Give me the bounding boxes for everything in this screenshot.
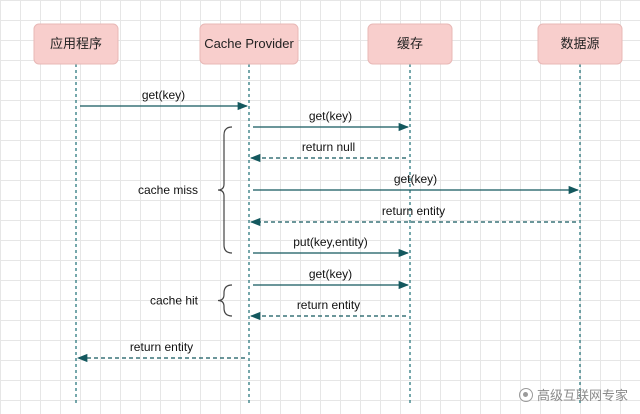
message-label: get(key) [394, 172, 437, 186]
message-1: get(key) [80, 88, 249, 111]
message-label: return entity [382, 204, 445, 218]
participant-label: Cache Provider [204, 36, 294, 51]
participant-cache: 缓存 [367, 23, 453, 65]
message-label: get(key) [309, 267, 352, 281]
message-5: return entity [249, 204, 576, 227]
message-3: return null [249, 140, 406, 163]
message-4: get(key) [253, 172, 580, 195]
participant-box [199, 23, 299, 65]
message-label: return entity [297, 298, 360, 312]
participant-box [367, 23, 453, 65]
message-7: get(key) [253, 267, 410, 290]
group-2: cache hit [150, 284, 233, 317]
watermark: 高级互联网专家 [518, 385, 628, 404]
message-label: get(key) [309, 109, 352, 123]
message-label: put(key,entity) [293, 235, 367, 249]
message-9: return entity [76, 340, 245, 363]
participant-datasource: 数据源 [537, 23, 623, 65]
participant-label: 应用程序 [50, 36, 102, 51]
message-label: get(key) [142, 88, 185, 102]
watermark-text: 高级互联网专家 [536, 389, 628, 404]
messages: get(key) get(key) return null get(key) retur… [76, 88, 580, 363]
participants: 应用程序 Cache Provider 缓存 数据源 [33, 23, 623, 65]
message-6: put(key,entity) [253, 235, 410, 258]
participant-box [33, 23, 119, 65]
lifelines [75, 64, 581, 404]
groups: cache miss cache hit [138, 126, 233, 317]
message-label: return null [302, 140, 355, 154]
watermark-logo-icon [518, 387, 533, 402]
message-8: return entity [249, 298, 406, 321]
group-label: cache miss [138, 183, 198, 197]
participant-box [537, 23, 623, 65]
brace-icon [217, 126, 233, 254]
participant-provider: Cache Provider [199, 23, 299, 65]
message-2: get(key) [253, 109, 410, 132]
participant-label: 数据源 [560, 36, 599, 51]
participant-label: 缓存 [397, 36, 423, 51]
brace-icon [217, 284, 233, 317]
group-1: cache miss [138, 126, 233, 254]
message-label: return entity [130, 340, 193, 354]
participant-app: 应用程序 [33, 23, 119, 65]
group-label: cache hit [150, 294, 199, 308]
